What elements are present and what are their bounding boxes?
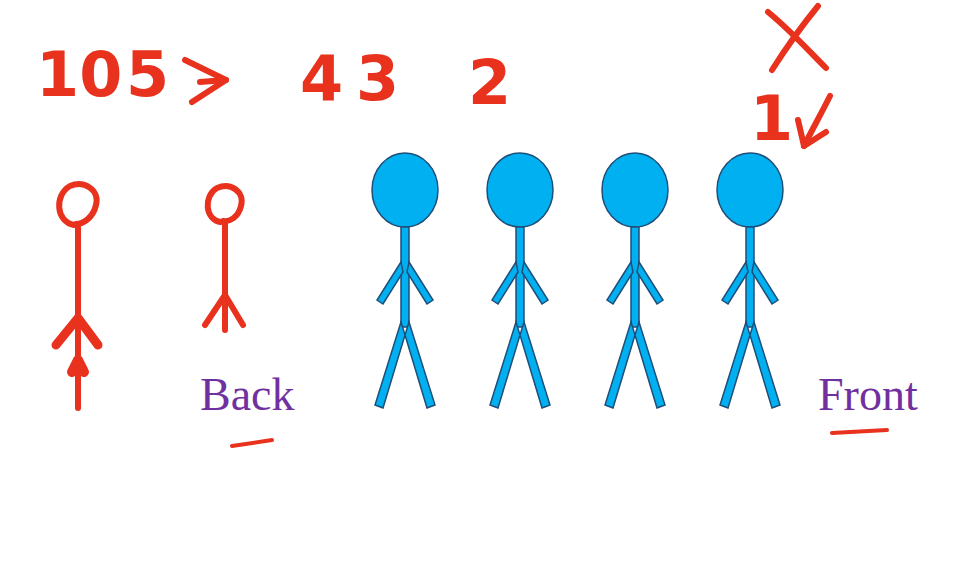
red-person xyxy=(56,184,98,408)
blue-people xyxy=(372,153,783,408)
queue-number: 5 xyxy=(126,44,169,106)
hand-marks xyxy=(185,6,887,446)
blue-person xyxy=(602,153,668,408)
end-label: Back xyxy=(200,372,295,418)
queue-number: 4 xyxy=(300,48,343,110)
queue-arrow xyxy=(200,80,226,82)
dequeue-arrow xyxy=(798,120,826,146)
end-label: Front xyxy=(818,372,918,418)
blue-person xyxy=(487,153,553,408)
cross-mark xyxy=(772,6,818,70)
queue-number: 3 xyxy=(356,48,399,110)
queue-number: 10 xyxy=(36,44,122,106)
underline xyxy=(832,430,887,433)
underline xyxy=(232,440,272,446)
red-person xyxy=(205,186,243,330)
blue-person xyxy=(372,153,438,408)
blue-person xyxy=(717,153,783,408)
queue-number: 1 xyxy=(750,88,793,150)
queue-arrow xyxy=(185,60,226,102)
queue-number: 2 xyxy=(468,52,511,114)
